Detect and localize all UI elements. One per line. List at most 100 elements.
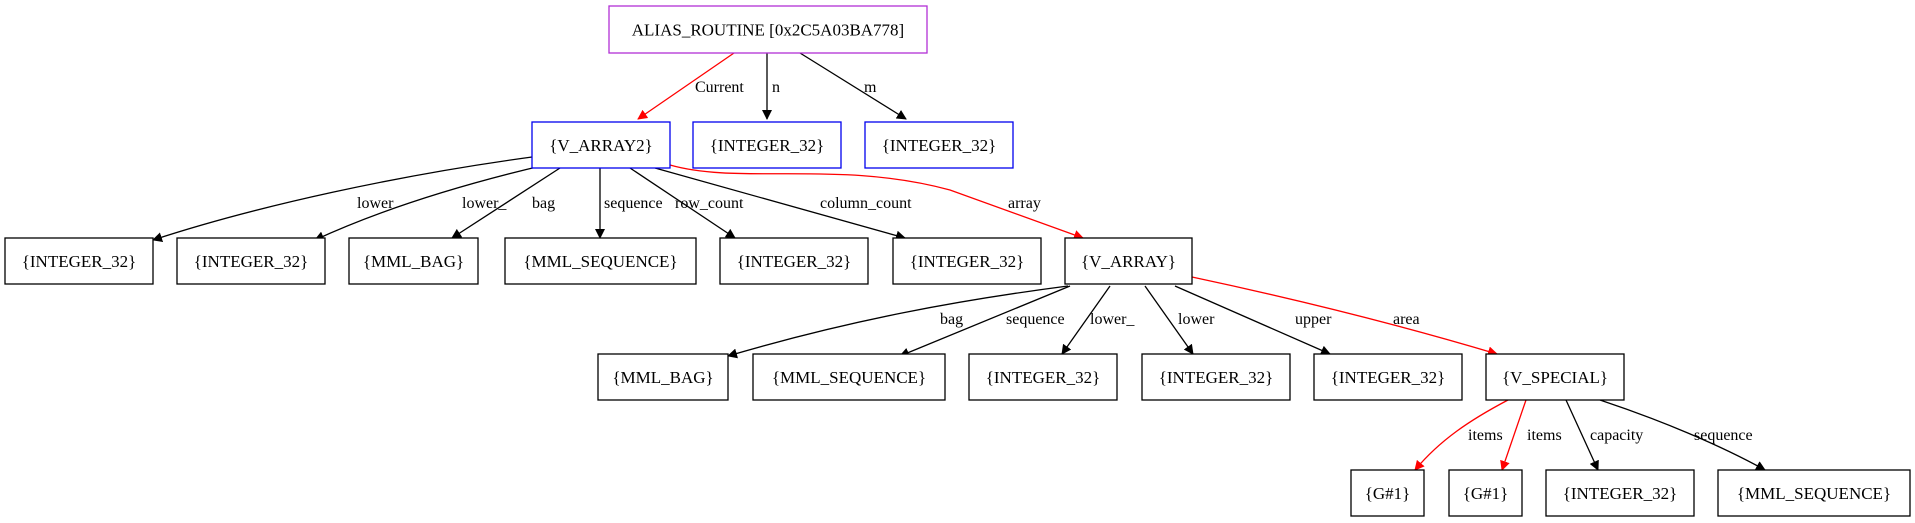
- edge-label: lower: [357, 195, 394, 212]
- node-box: [1141, 353, 1291, 401]
- node-label: {INTEGER_32}: [882, 136, 997, 155]
- edge-line: [637, 52, 735, 120]
- node-int-row: {INTEGER_32}: [719, 237, 869, 285]
- edge-varray2-to-varray: array: [669, 164, 1084, 240]
- node-int-upper: {INTEGER_32}: [1313, 353, 1463, 401]
- edge-label: lower_: [1090, 311, 1135, 328]
- edge-root-to-varray2: Current: [637, 52, 744, 120]
- node-box: [864, 121, 1014, 169]
- node-label: {MML_SEQUENCE}: [523, 252, 677, 271]
- node-varray2: {V_ARRAY2}: [531, 121, 671, 169]
- edge-root-to-int_n: n: [762, 53, 780, 120]
- edge-label: m: [864, 79, 877, 96]
- edge-line: [152, 156, 533, 242]
- node-label: {G#1}: [1365, 484, 1411, 503]
- node-g1b: {G#1}: [1448, 469, 1523, 517]
- edge-varray2-to-int_col: column_count: [654, 167, 912, 241]
- edge-label: sequence: [604, 195, 663, 212]
- edge-line: [727, 285, 1069, 359]
- node-label: {INTEGER_32}: [710, 136, 825, 155]
- edge-label: n: [772, 79, 780, 96]
- edge-label: items: [1527, 427, 1562, 444]
- edge-line: [1061, 285, 1111, 355]
- node-box: [176, 237, 326, 285]
- edge-label: lower: [1178, 311, 1215, 328]
- node-seq3: {MML_SEQUENCE}: [1717, 469, 1911, 517]
- edge-varray-to-seq2: sequence: [899, 285, 1071, 358]
- edge-line: [1414, 399, 1509, 471]
- edge-root-to-int_m: m: [799, 52, 907, 120]
- edge-varray2-to-int_lower_: lower_: [314, 164, 546, 241]
- edge-label: area: [1393, 311, 1420, 328]
- edge-varray2-to-int_row: row_count: [629, 167, 744, 239]
- node-label: {INTEGER_32}: [1331, 368, 1446, 387]
- edge-label: bag: [532, 195, 555, 212]
- edge-label: array: [1008, 195, 1041, 212]
- node-box: [968, 353, 1118, 401]
- node-g1a: {G#1}: [1350, 469, 1425, 517]
- node-box: [1064, 237, 1193, 285]
- edge-vspecial-to-g1a: items: [1414, 399, 1509, 471]
- edge-line: [629, 167, 736, 239]
- node-varray: {V_ARRAY}: [1064, 237, 1193, 285]
- node-label: {INTEGER_32}: [737, 252, 852, 271]
- edge-label: Current: [695, 79, 744, 96]
- edge-label: row_count: [675, 195, 744, 212]
- node-int-cap: {INTEGER_32}: [1545, 469, 1695, 517]
- edge-label: capacity: [1590, 427, 1643, 444]
- node-box: [531, 121, 671, 169]
- node-int-lower: {INTEGER_32}: [4, 237, 154, 285]
- node-label: {MML_BAG}: [363, 252, 464, 271]
- node-int-col: {INTEGER_32}: [892, 237, 1042, 285]
- node-box: [692, 121, 842, 169]
- edge-line: [669, 164, 1084, 240]
- node-label: {MML_SEQUENCE}: [1737, 484, 1891, 503]
- edge-varray-to-vspecial: area: [1191, 276, 1498, 357]
- edge-line: [1599, 399, 1766, 471]
- edge-varray-to-int_lower2_: lower_: [1061, 285, 1135, 355]
- node-label: {MML_BAG}: [612, 368, 713, 387]
- node-seq2: {MML_SEQUENCE}: [752, 353, 946, 401]
- edge-line: [1144, 285, 1194, 355]
- node-box: [4, 237, 154, 285]
- node-label: ALIAS_ROUTINE [0x2C5A03BA778]: [632, 21, 904, 40]
- node-bag1: {MML_BAG}: [348, 237, 479, 285]
- edge-varray2-to-seq1: sequence: [595, 168, 663, 239]
- node-box: [597, 353, 729, 401]
- edge-line: [1500, 399, 1527, 471]
- node-vspecial: {V_SPECIAL}: [1485, 353, 1625, 401]
- edge-varray2-to-int_lower: lower: [152, 156, 533, 242]
- edge-line: [1174, 285, 1331, 355]
- node-box: [1485, 353, 1625, 401]
- edge-label: sequence: [1694, 427, 1753, 444]
- edge-line: [899, 285, 1071, 358]
- edge-label: items: [1468, 427, 1503, 444]
- edge-vspecial-to-seq3: sequence: [1599, 399, 1766, 471]
- node-int-m: {INTEGER_32}: [864, 121, 1014, 169]
- node-box: [1350, 469, 1425, 517]
- node-label: {G#1}: [1463, 484, 1509, 503]
- node-int-lower-: {INTEGER_32}: [176, 237, 326, 285]
- node-box: [1313, 353, 1463, 401]
- node-label: {MML_SEQUENCE}: [772, 368, 926, 387]
- node-box: [1717, 469, 1911, 517]
- edge-line: [654, 167, 906, 241]
- node-box: [1448, 469, 1523, 517]
- edge-label: column_count: [820, 195, 912, 212]
- node-root: ALIAS_ROUTINE [0x2C5A03BA778]: [608, 5, 928, 54]
- edge-varray-to-int_lower2: lower: [1144, 285, 1215, 355]
- node-label: {INTEGER_32}: [986, 368, 1101, 387]
- edge-line: [314, 164, 546, 241]
- node-label: {INTEGER_32}: [1563, 484, 1678, 503]
- node-label: {INTEGER_32}: [910, 252, 1025, 271]
- node-label: {INTEGER_32}: [22, 252, 137, 271]
- node-int-n: {INTEGER_32}: [692, 121, 842, 169]
- node-int-lower2-: {INTEGER_32}: [968, 353, 1118, 401]
- node-label: {INTEGER_32}: [1159, 368, 1274, 387]
- node-box: [892, 237, 1042, 285]
- edge-line: [1191, 276, 1498, 357]
- node-label: {V_SPECIAL}: [1502, 368, 1608, 387]
- edge-label: sequence: [1006, 311, 1065, 328]
